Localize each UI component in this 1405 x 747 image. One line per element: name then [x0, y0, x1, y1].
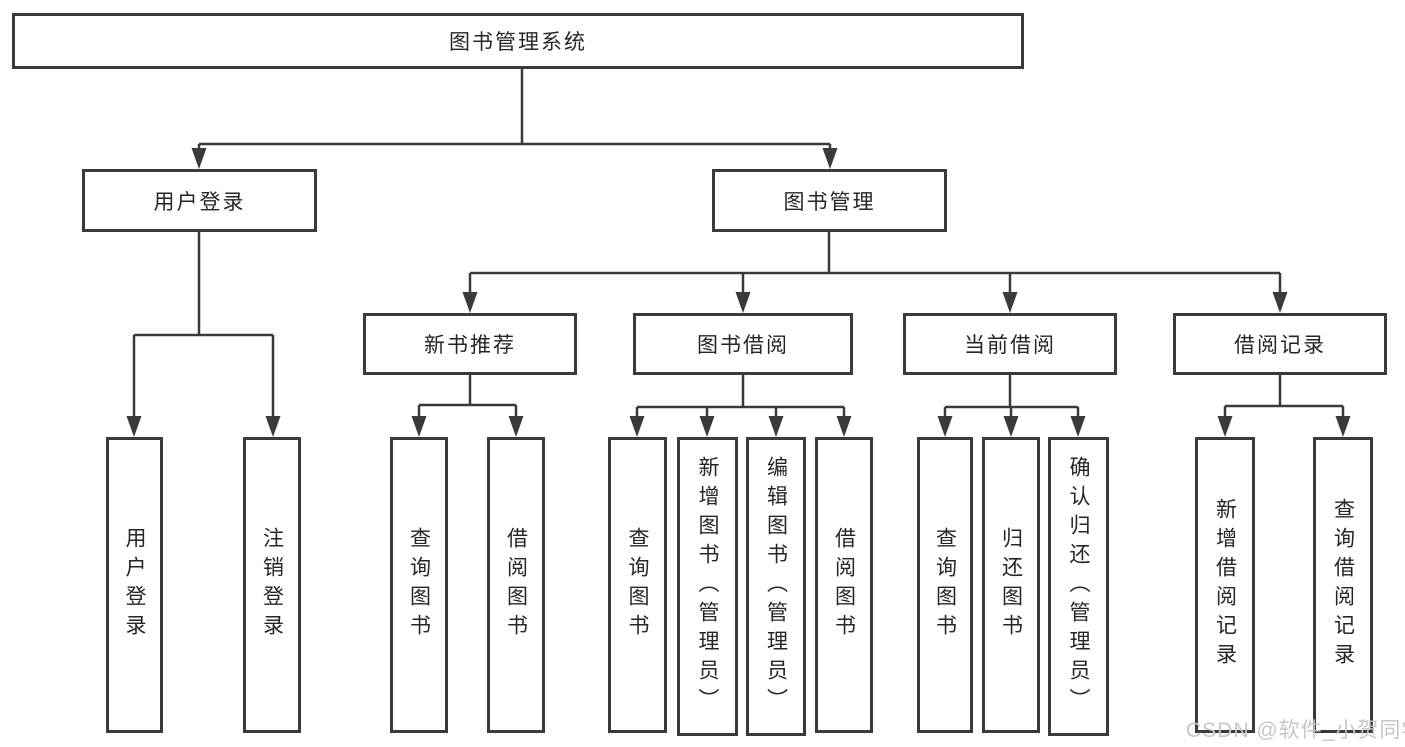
leaf-recommend-borrow-book-label: 借阅图书	[504, 527, 528, 643]
leaf-user-login: 用户登录	[106, 437, 163, 733]
node-borrow-records: 借阅记录	[1173, 313, 1387, 375]
node-current-borrow: 当前借阅	[903, 313, 1117, 375]
leaf-confirm-return-admin-label: 确认归还（管理员）	[1067, 456, 1090, 717]
node-book-management-label: 图书管理	[783, 190, 876, 214]
leaf-edit-book-admin-label: 编辑图书（管理员）	[764, 456, 788, 717]
leaf-add-book-admin: 新增图书（管理员）	[677, 437, 738, 736]
leaf-recommend-borrow-book: 借阅图书	[487, 437, 545, 733]
node-borrow-records-label: 借阅记录	[1234, 334, 1326, 357]
node-book-borrow: 图书借阅	[633, 313, 853, 375]
node-current-borrow-label: 当前借阅	[964, 334, 1056, 357]
leaf-current-query-book-label: 查询图书	[933, 527, 957, 643]
node-new-book-recommend-label: 新书推荐	[424, 334, 516, 357]
leaf-recommend-query-book-label: 查询图书	[407, 527, 431, 643]
leaf-edit-book-admin: 编辑图书（管理员）	[746, 437, 806, 736]
leaf-add-borrow-record-label: 新增借阅记录	[1213, 498, 1237, 672]
node-user-login: 用户登录	[82, 169, 317, 232]
node-root-label: 图书管理系统	[449, 31, 587, 54]
leaf-borrow-query-book: 查询图书	[608, 437, 667, 733]
leaf-return-book-label: 归还图书	[999, 527, 1023, 643]
leaf-user-login-label: 用户登录	[123, 527, 146, 643]
leaf-borrow-book: 借阅图书	[815, 437, 873, 733]
node-root: 图书管理系统	[12, 13, 1024, 69]
leaf-confirm-return-admin: 确认归还（管理员）	[1048, 437, 1109, 736]
node-book-management: 图书管理	[712, 169, 947, 232]
leaf-borrow-query-book-label: 查询图书	[626, 527, 649, 643]
leaf-recommend-query-book: 查询图书	[390, 437, 448, 733]
leaf-logout: 注销登录	[243, 437, 301, 733]
leaf-current-query-book: 查询图书	[917, 437, 973, 733]
node-book-borrow-label: 图书借阅	[697, 334, 789, 357]
leaf-add-book-admin-label: 新增图书（管理员）	[696, 456, 719, 717]
leaf-query-borrow-record: 查询借阅记录	[1313, 437, 1373, 733]
node-new-book-recommend: 新书推荐	[363, 313, 577, 375]
csdn-watermark: CSDN @软件_小贺同学	[1186, 719, 1405, 742]
node-user-login-label: 用户登录	[153, 190, 246, 214]
leaf-add-borrow-record: 新增借阅记录	[1195, 437, 1255, 733]
leaf-query-borrow-record-label: 查询借阅记录	[1331, 498, 1355, 672]
leaf-return-book: 归还图书	[982, 437, 1040, 733]
leaf-borrow-book-label: 借阅图书	[832, 527, 856, 643]
leaf-logout-label: 注销登录	[260, 527, 284, 643]
